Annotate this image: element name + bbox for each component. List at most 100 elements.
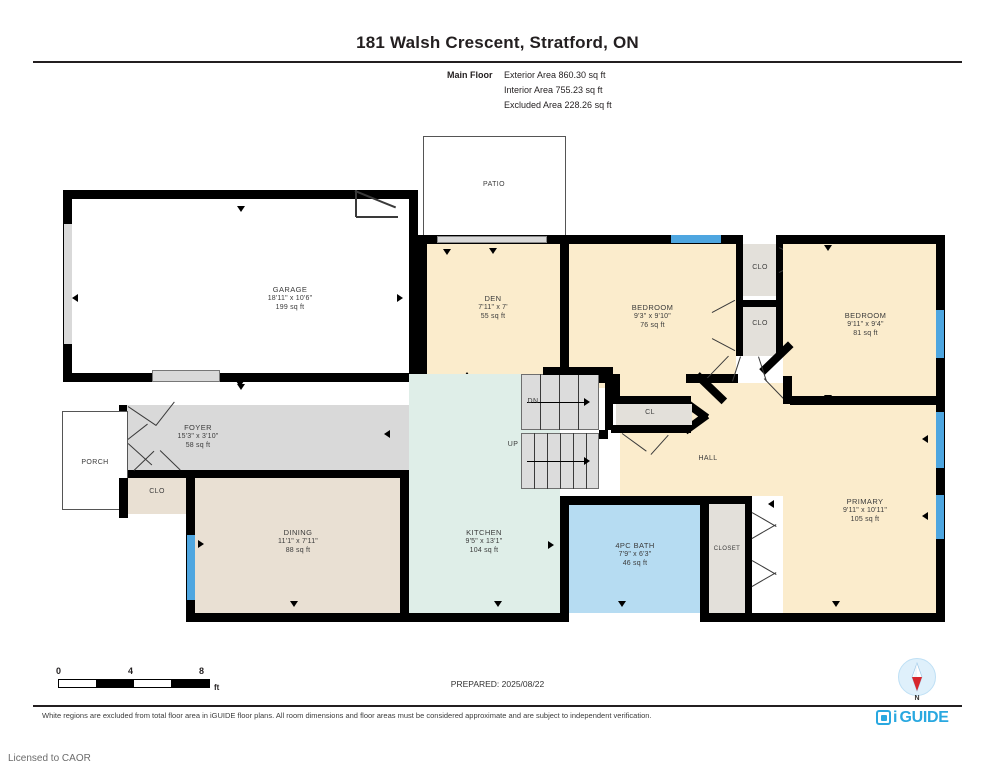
den-area: 55 sq ft <box>480 313 506 320</box>
clo-top-wall-right <box>776 235 783 300</box>
room-label-hall: HALL <box>698 455 718 462</box>
clo-top-wall-left <box>736 235 743 300</box>
bed2-arrow-top <box>824 245 832 251</box>
bedroom2-name: BEDROOM <box>844 311 887 320</box>
bed2-wall-top <box>783 235 945 244</box>
bath-name: 4PC BATH <box>615 541 655 550</box>
garage-arrow-right <box>397 294 403 302</box>
primary-name: PRIMARY <box>846 497 884 506</box>
room-bedroom-1 <box>569 244 736 388</box>
kitchen-wall-left <box>400 470 409 622</box>
room-primary <box>783 405 936 613</box>
primary-window-lower <box>936 495 944 539</box>
stairs-down <box>521 374 599 430</box>
room-label-porch: PORCH <box>81 459 109 466</box>
clo-bottom-wall-top <box>736 300 783 307</box>
closet-cl <box>616 404 692 425</box>
bedroom1-area: 76 sq ft <box>640 322 665 329</box>
clo-foyer-wall-left <box>119 478 128 518</box>
title-divider <box>33 61 962 63</box>
footer-divider <box>33 705 962 707</box>
room-label-foyer: FOYER 15'3" x 3'10" 58 sq ft <box>138 423 258 450</box>
room-clo-foyer <box>128 478 186 514</box>
bedroom1-name: BEDROOM <box>631 303 674 312</box>
room-label-clo-bottom: CLO <box>752 320 768 327</box>
garage-area: 199 sq ft <box>275 304 305 311</box>
scale-bar <box>58 679 210 688</box>
garage-wall-right <box>409 190 418 382</box>
bed1-wall-bottom-right <box>686 374 738 383</box>
disclaimer-text: White regions are excluded from total fl… <box>42 711 652 720</box>
bed1-window <box>671 235 721 243</box>
compass-north-label: N <box>914 695 920 702</box>
clo-bottom-wall-right <box>776 300 783 356</box>
garage-arrow-left <box>72 294 78 302</box>
room-label-patio: PATIO <box>483 181 505 188</box>
room-label-dining: DINING 11'1" x 7'11" 88 sq ft <box>238 528 358 555</box>
closet-wall-top <box>700 496 752 504</box>
bath-area: 46 sq ft <box>622 560 648 567</box>
stairs-up-arrow-line <box>527 461 585 462</box>
primary-window-upper <box>936 412 944 468</box>
scale-segment <box>96 680 134 687</box>
foyer-name: FOYER <box>184 423 212 432</box>
room-label-bedroom-1: BEDROOM 9'3" x 9'10" 76 sq ft <box>590 303 715 330</box>
bedrooms-wall-bottom <box>783 396 945 405</box>
iguide-logo: i GUIDE <box>876 710 949 726</box>
bath-wall-left <box>560 496 569 622</box>
room-bedroom-2 <box>783 244 936 396</box>
foyer-area: 58 sq ft <box>185 442 211 449</box>
primary-arrow-window-lower <box>922 512 928 520</box>
prepared-date: PREPARED: 2025/08/22 <box>450 679 545 689</box>
room-label-bedroom-2: BEDROOM 9'11" x 9'4" 81 sq ft <box>803 311 928 338</box>
kitchen-dims: 9'5" x 13'1" <box>465 538 503 545</box>
stairs-up-arrow-head <box>584 457 590 465</box>
den-dims: 7'11" x 7' <box>478 304 508 311</box>
hall-arrow-cl <box>700 378 708 384</box>
room-label-clo-foyer: CLO <box>149 488 165 495</box>
room-foyer <box>127 405 409 470</box>
garage-arrow-bottom <box>237 384 245 390</box>
garage-arrow-top <box>237 206 245 212</box>
primary-wall-bottom <box>700 613 945 622</box>
bed1-wall-left <box>560 235 569 383</box>
garage-door-swing-arc <box>356 216 398 218</box>
closet-wall-left <box>700 496 709 622</box>
room-closet-primary <box>709 504 745 613</box>
room-bath <box>569 505 700 613</box>
floor-plan-canvas: PATIO GARAGE 18'11" x 10'6" 199 sq ft DE… <box>62 136 945 622</box>
compass-rose: N <box>898 658 936 702</box>
label-stairs-up: UP <box>507 441 519 448</box>
bed1-wall-top <box>569 235 736 244</box>
dining-name: DINING <box>283 528 313 537</box>
garage-door-swing-edge <box>355 190 357 217</box>
room-label-bath: 4PC BATH 7'9" x 6'3" 46 sq ft <box>575 541 695 568</box>
scale-tick-4: 4 <box>128 666 134 676</box>
room-porch <box>62 411 128 510</box>
scale-tick-8: 8 <box>199 666 205 676</box>
foyer-arrow-left <box>384 430 390 438</box>
bedroom2-area: 81 sq ft <box>853 330 878 337</box>
bed1-wall-vert-mid <box>611 374 620 398</box>
foyer-arrow-a <box>236 381 244 387</box>
bed2-window <box>936 310 944 358</box>
cl-wall-top <box>611 396 691 404</box>
stairs-up <box>521 433 599 489</box>
interior-area: Interior Area 755.23 sq ft <box>504 85 603 95</box>
room-dining <box>195 478 400 613</box>
closet-arrow <box>768 500 774 508</box>
room-label-cl: CL <box>645 409 655 416</box>
garage-dims: 18'11" x 10'6" <box>267 295 313 302</box>
stairs-down-arrow-line <box>527 402 585 403</box>
primary-area: 105 sq ft <box>850 516 880 523</box>
closet-wall-right <box>745 496 752 622</box>
garage-name: GARAGE <box>272 285 308 294</box>
garage-wall-top <box>63 190 418 199</box>
room-patio <box>423 136 566 239</box>
scale-segment <box>171 680 209 687</box>
kitchen-arrow-bottom <box>494 601 502 607</box>
kitchen-wall-bottom <box>400 613 569 622</box>
foyer-dims: 15'3" x 3'10" <box>177 433 219 440</box>
floor-label: Main Floor <box>447 70 493 80</box>
